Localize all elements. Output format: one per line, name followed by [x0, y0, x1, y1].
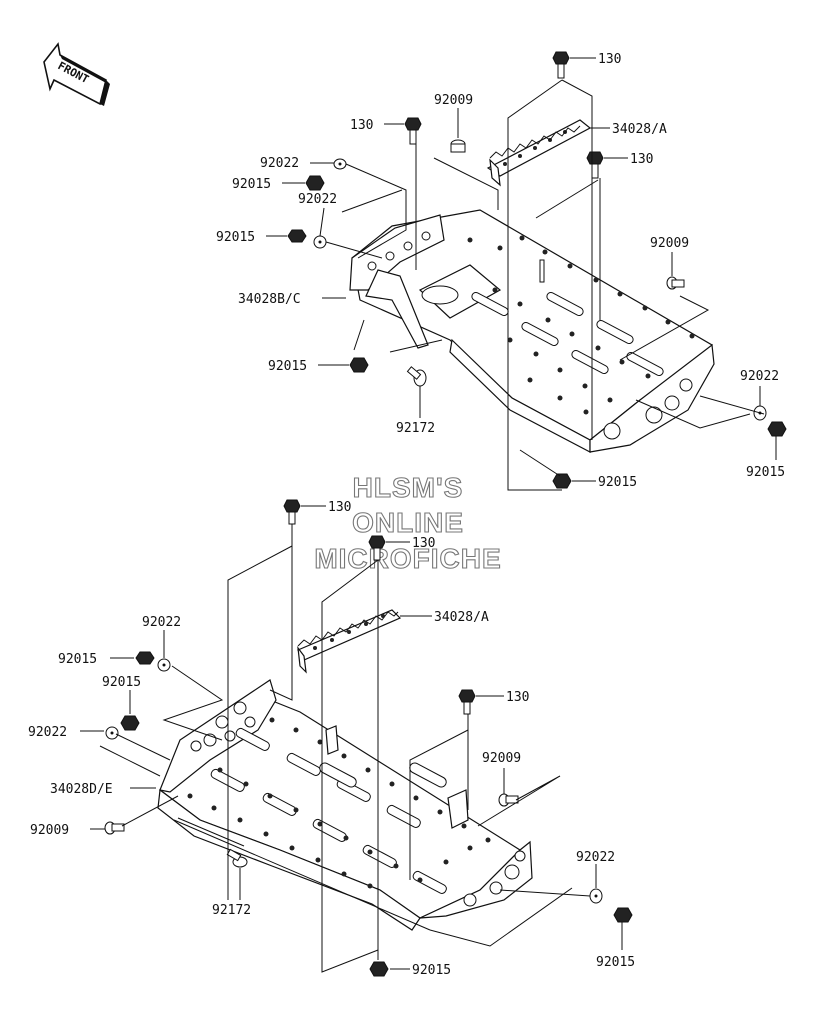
lower-bolt-130-c [458, 689, 476, 715]
callout-lower-washer-92022-right: 92022 [576, 850, 615, 865]
upper-screw-92009-top [450, 139, 466, 153]
watermark: HLSM'S ONLINE MICROFICHE [314, 471, 501, 574]
callout-upper-screw-92172: 92172 [396, 421, 435, 436]
callout-lower-footrest-34028a: 34028/A [434, 610, 489, 625]
lower-leader-lines [80, 505, 623, 973]
callout-upper-washer-92022-a: 92022 [260, 156, 299, 171]
upper-screw-92172 [406, 366, 427, 387]
lower-screw-92009-right [498, 793, 519, 807]
watermark-line-3: MICROFICHE [314, 543, 501, 574]
lower-bolt-130-b [368, 535, 386, 561]
callout-upper-screw-92009-top: 92009 [434, 93, 473, 108]
upper-nut-92015-bottom [552, 473, 572, 489]
callout-lower-bracket-34028de: 34028D/E [50, 782, 113, 797]
upper-washer-92022-b [313, 235, 327, 249]
callout-lower-washer-92022-b: 92022 [28, 725, 67, 740]
callout-upper-nut-92015-c: 92015 [268, 359, 307, 374]
callout-upper-washer-92022-right: 92022 [740, 369, 779, 384]
lower-footboard [157, 679, 533, 931]
upper-footrest-34028a [486, 119, 592, 187]
upper-nut-92015-c [349, 357, 369, 373]
lower-screw-92009-left [104, 821, 125, 835]
callout-upper-bolt-130-right: 130 [630, 152, 653, 167]
lower-footrest-34028a [297, 609, 402, 674]
lower-assembly: 130 130 130 34028/A 92022 92015 92015 92… [28, 499, 635, 978]
callout-lower-nut-92015-bottom: 92015 [412, 963, 451, 978]
lower-nut-92015-bottom [369, 961, 389, 977]
callout-lower-nut-92015-b: 92015 [102, 675, 141, 690]
callout-upper-nut-92015-a: 92015 [232, 177, 271, 192]
callout-upper-bracket-34028bc: 34028B/C [238, 292, 301, 307]
callout-upper-nut-92015-right: 92015 [746, 465, 785, 480]
front-arrow-icon: FRONT [43, 42, 110, 106]
lower-washer-92022-right [589, 888, 603, 904]
callout-lower-screw-92172: 92172 [212, 903, 251, 918]
lower-washer-92022-a [157, 658, 171, 672]
lower-bolt-130-a [283, 499, 301, 525]
watermark-line-1: HLSM'S [353, 472, 464, 503]
lower-nut-92015-right [613, 907, 633, 923]
upper-nut-92015-b [287, 229, 307, 243]
upper-screw-92009-right [666, 276, 685, 290]
lower-nut-92015-a [135, 651, 155, 665]
upper-bolt-130-left [404, 117, 422, 145]
callout-upper-bolt-130-left: 130 [350, 118, 373, 133]
upper-bolt-130-top [552, 51, 570, 79]
watermark-line-2: ONLINE [352, 507, 464, 538]
upper-assembly: 130 130 130 92009 92009 92022 92015 9202… [216, 51, 787, 491]
callout-upper-footrest-34028a: 34028/A [612, 122, 667, 137]
upper-nut-92015-right [767, 421, 787, 437]
callout-upper-screw-92009-right: 92009 [650, 236, 689, 251]
callout-upper-bolt-130-top: 130 [598, 52, 621, 67]
lower-washer-92022-b [105, 726, 119, 740]
upper-bolt-130-right [586, 151, 604, 179]
lower-nut-92015-b [120, 715, 140, 731]
callout-upper-nut-92015-bottom: 92015 [598, 475, 637, 490]
callout-lower-bolt-130-c: 130 [506, 690, 529, 705]
upper-footboard [349, 209, 715, 453]
lower-screw-92172 [226, 848, 248, 868]
callout-lower-nut-92015-right: 92015 [596, 955, 635, 970]
upper-leader-lines [266, 57, 777, 491]
callout-lower-screw-92009-left: 92009 [30, 823, 69, 838]
callout-lower-washer-92022-a: 92022 [142, 615, 181, 630]
callout-lower-screw-92009-right: 92009 [482, 751, 521, 766]
callout-lower-bolt-130-a: 130 [328, 500, 351, 515]
callout-upper-nut-92015-b: 92015 [216, 230, 255, 245]
upper-nut-92015-a [305, 175, 325, 191]
callout-lower-bolt-130-b: 130 [412, 536, 435, 551]
callout-lower-nut-92015-a: 92015 [58, 652, 97, 667]
callout-upper-washer-92022-b: 92022 [298, 192, 337, 207]
upper-washer-92022-a [333, 158, 347, 170]
